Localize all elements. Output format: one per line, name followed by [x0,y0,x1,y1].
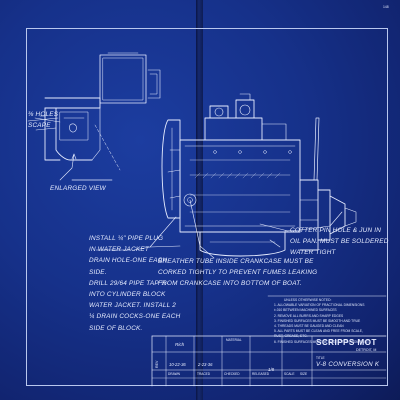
standard-note-item: 1. ALLOWABLE VARIATION OF FRACTIONAL DIM… [274,303,365,308]
standard-note-item: 3. FINISHED SURFACES MUST BE SMOOTH AND … [274,318,361,323]
holes-callout-line1: ⅜ HOLES [28,111,59,118]
drawn-by: Rich [175,342,185,347]
title-label: TITLE [316,356,325,360]
cotter-line: COTTER PIN HOLE & JUN IN [290,227,382,234]
material-label: MATERIAL [226,338,242,342]
pipe-plug-line: WATER JACKET. INSTALL 2 [89,302,176,310]
traced-date: 2-23-36 [198,362,213,367]
holes-leader [27,117,59,122]
breather-line: CORKED TIGHTLY TO PREVENT FUMES LEAKING [158,269,318,277]
standard-note-item: RUST, GREASE, ETC. [274,334,308,339]
standard-note-item: 5. ALL PARTS MUST BE CLEAN AND FREE FROM… [274,329,363,334]
pipe-plug-line: SIDE OF BLOCK. [89,324,143,332]
cotter-pin-note: COTTER PIN HOLE & JUN IN OIL PAN. MUST B… [290,225,389,259]
company-location: DETROIT, M [356,348,377,352]
leader-lines [95,199,343,259]
book-spine [196,0,203,400]
drawing-title: V-8 CONVERSION K [316,361,380,368]
company-name: SCRIPPS MOT [316,338,377,347]
title-block-grid [151,335,387,387]
engine-assembly-drawing [161,93,357,257]
pipe-plug-line: DRAIN HOLE-ONE EACH [89,257,168,265]
standard-note-item: ±.010 BETWEEN MACHINED SURFACES [274,308,337,313]
standard-notes: UNLESS OTHERWISE NOTED: 1. ALLOWABLE VAR… [274,298,370,345]
breather-line: BREATHER TUBE INSIDE CRANKCASE MUST BE [158,258,314,265]
pipe-plug-line: ¼ DRAIN COCKS-ONE EACH [89,313,181,321]
col-traced: TRACED [197,372,211,376]
pipe-plug-line: SIDE. [89,268,107,276]
standard-note-item: 6. FINISHED SURFACES MUST BE PROTECTED F… [274,339,370,344]
pipe-plug-note: INSTALL ¼" PIPE PLUG IN WATER JACKET DRA… [89,233,180,334]
pipe-plug-line: INSTALL ¼" PIPE PLUG [89,235,164,242]
scale-value: 1/8 [268,367,275,372]
breather-line: FROM CRANKCASE INTO BOTTOM OF BOAT. [158,280,302,288]
pipe-plug-line: INTO CYLINDER BLOCK [89,291,166,299]
col-drawn: DRAWN [168,372,180,376]
pipe-plug-line: IN WATER JACKET [89,246,149,254]
size-label: SIZE [300,372,308,376]
drawn-date: 10-22-36 [169,362,186,367]
page-number: 148 [383,5,389,9]
title-block-side-label: REV [155,360,159,368]
col-released: RELEASED [252,372,270,376]
drawing-border [26,28,388,386]
cotter-line: WATER TIGHT [290,249,336,257]
holes-callout-line2: SCAPE [28,122,51,129]
standard-note-item: 4. THREADS MUST BE GAUGED AND CLEAN [274,324,344,329]
pipe-plug-line: DRILL 29/64 PIPE TAP ¼- [89,279,169,287]
enlarged-view-label: ENLARGED VIEW [50,185,106,192]
scale-label: SCALE [284,372,295,376]
cotter-line: OIL PAN. MUST BE SOLDERED [290,238,389,246]
standard-notes-heading: UNLESS OTHERWISE NOTED: [284,298,332,302]
col-checked: CHECKED [224,372,240,376]
standard-note-item: 2. REMOVE ALL BURRS AND SHARP EDGES [274,313,344,318]
breather-tube-note: BREATHER TUBE INSIDE CRANKCASE MUST BE C… [158,256,317,290]
enlarged-view-drawing [34,52,161,181]
